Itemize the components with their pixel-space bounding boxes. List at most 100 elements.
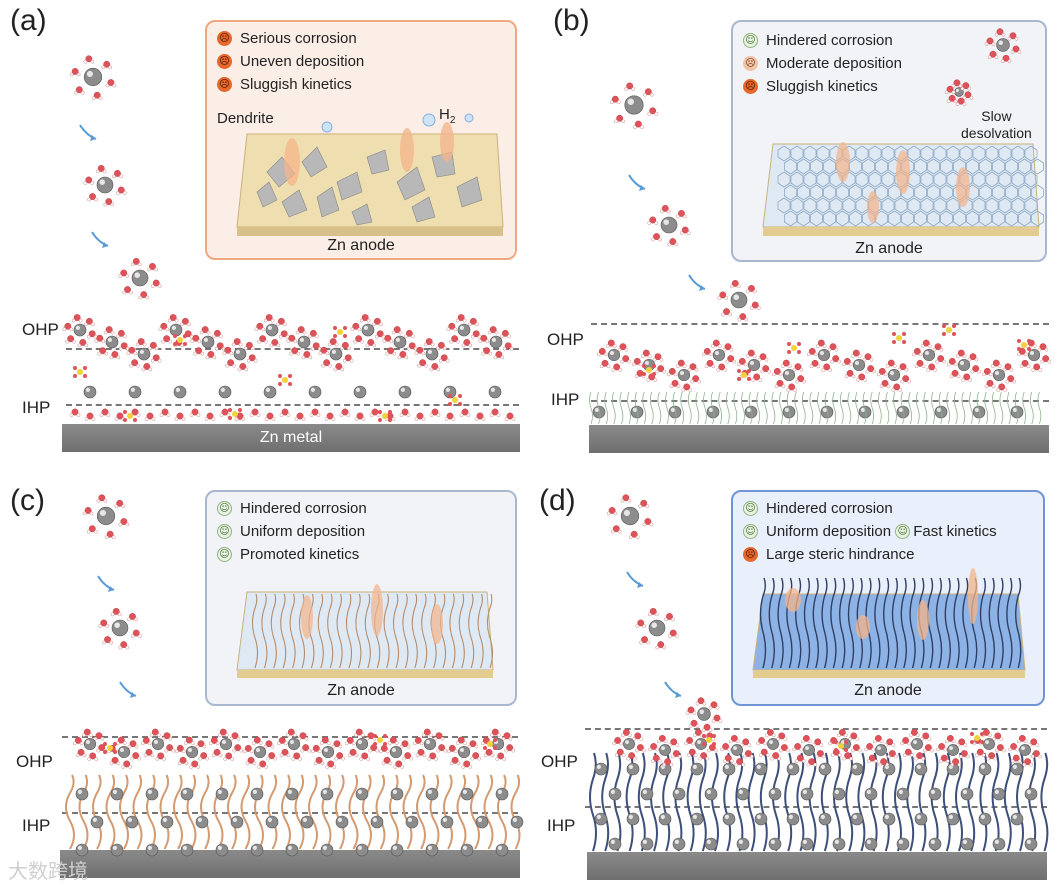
water-molecule [179, 756, 187, 764]
zn-ion [510, 815, 524, 829]
water-molecule [503, 732, 511, 740]
water-molecule [747, 349, 755, 357]
polymer-chain [227, 774, 237, 850]
ihp-label: IHP [547, 816, 576, 835]
water-molecule [476, 412, 484, 420]
zn-ion [110, 787, 124, 801]
polymer-chain [747, 752, 756, 852]
water-molecule [129, 740, 137, 748]
water-molecule [244, 744, 252, 752]
water-molecule [866, 743, 874, 750]
water-molecule [320, 346, 328, 354]
legend-item: ☹Moderate deposition [743, 52, 902, 75]
water-molecule [613, 363, 621, 371]
zn-ion [405, 815, 419, 829]
water-molecule [902, 375, 910, 383]
water-molecule [93, 91, 101, 99]
polymer-chain [796, 752, 805, 852]
polymer-chain [416, 774, 426, 850]
water-molecule [969, 353, 977, 361]
polymer-chain [894, 752, 902, 852]
water-molecule [972, 365, 980, 373]
water-molecule [992, 359, 1000, 367]
water-molecule [650, 743, 658, 750]
water-molecule [291, 347, 299, 355]
zn-ion [690, 762, 704, 776]
polymer-chain [267, 774, 278, 850]
zn-ion [672, 787, 686, 801]
water-molecule [417, 748, 425, 756]
ohp-label: OHP [541, 752, 578, 771]
metal-label: Zn metal [259, 429, 323, 446]
water-molecule [335, 363, 343, 370]
water-molecule [399, 351, 407, 358]
zn-ion [832, 787, 846, 801]
zn-ion [425, 347, 439, 361]
sulfate-ion [791, 345, 797, 351]
water-molecule [312, 744, 320, 752]
water-molecule [922, 732, 930, 740]
polymer-chain [281, 774, 291, 850]
water-molecule [829, 343, 837, 351]
water-molecule [67, 335, 75, 343]
water-molecule [448, 744, 456, 752]
neutral-face-icon: ☹ [743, 56, 758, 71]
polymer-chain [186, 774, 197, 850]
zn-ion [786, 812, 800, 826]
water-molecule [435, 732, 443, 740]
panel-label: (a) [10, 4, 47, 37]
water-molecule [989, 50, 997, 58]
water-molecule [1012, 754, 1020, 762]
happy-face-icon: ☺ [217, 501, 232, 516]
water-molecule [329, 338, 337, 345]
polymer-chain [857, 752, 866, 852]
zn-ion [285, 843, 299, 857]
zn-ion [608, 787, 622, 801]
water-molecule [315, 756, 323, 764]
water-molecule [998, 383, 1006, 391]
water-molecule [341, 408, 349, 416]
water-molecule [414, 736, 422, 744]
zn-ion [747, 358, 761, 372]
polymer-chain [65, 774, 75, 850]
legend-item: ☹Serious corrosion [217, 27, 364, 50]
water-molecule [760, 748, 768, 756]
water-molecule [1012, 45, 1020, 53]
water-molecule [794, 743, 802, 750]
inset-box: ☺Hindered corrosion ☺Uniform deposition … [731, 490, 1045, 706]
zn-ion [320, 787, 334, 801]
water-molecule [601, 359, 609, 367]
water-molecule [608, 507, 616, 514]
water-molecule [703, 723, 711, 731]
water-molecule [225, 752, 233, 760]
water-molecule [946, 85, 954, 93]
water-molecule [128, 346, 136, 354]
water-molecule [469, 740, 477, 748]
water-molecule [874, 734, 882, 742]
zn-ion [390, 843, 404, 857]
water-molecule [251, 408, 259, 416]
water-molecule [265, 740, 273, 748]
zn-ion [169, 323, 183, 337]
water-molecule [501, 329, 509, 337]
zn-ion [460, 843, 474, 857]
water-molecule [692, 375, 700, 383]
water-molecule [634, 732, 642, 740]
water-molecule [210, 736, 218, 744]
ohp-label: OHP [22, 320, 59, 339]
polymer-chain [735, 752, 744, 852]
zn-ion [620, 506, 640, 526]
water-molecule [163, 335, 171, 343]
zn-ion [722, 762, 736, 776]
water-molecule [628, 752, 636, 760]
water-molecule [652, 754, 660, 762]
water-molecule [206, 412, 214, 420]
water-molecule [794, 363, 802, 371]
sulfate-ion [282, 377, 288, 383]
water-molecule [640, 499, 648, 507]
solvated-ions-b [589, 28, 1051, 425]
water-molecule [852, 744, 860, 751]
zn-ion [390, 787, 404, 801]
water-molecule [116, 412, 124, 420]
water-molecule [607, 339, 615, 347]
